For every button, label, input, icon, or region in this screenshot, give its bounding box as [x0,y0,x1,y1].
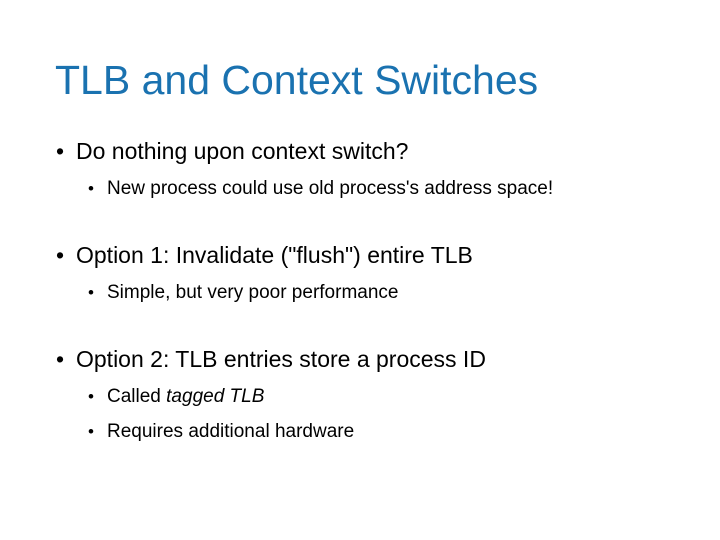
bullet-level1-label: Option 2: TLB entries store a process ID [76,346,486,372]
bullet-level2-label: Called [107,386,167,407]
spacer [50,272,670,280]
bullet-level1: • Option 2: TLB entries store a process … [50,344,670,374]
bullet-dot-icon: • [56,242,65,268]
bullet-dot-icon: • [88,283,94,302]
bullet-level1-label: Do nothing upon context switch? [76,138,409,164]
bullet-group: • Do nothing upon context switch? • New … [50,136,670,202]
bullet-level1-label: Option 1: Invalidate ("flush") entire TL… [76,242,473,268]
bullet-level2: • New process could use old process's ad… [81,176,602,202]
bullet-level1: • Option 1: Invalidate ("flush") entire … [50,240,670,270]
spacer [50,410,670,419]
bullet-level2: • Simple, but very poor performance [81,280,602,306]
spacer [50,376,670,384]
bullet-level2-label: New process could use old process's addr… [107,178,554,199]
bullet-dot-icon: • [88,387,94,406]
bullet-level2-label: Requires additional hardware [107,421,355,442]
page-title: TLB and Context Switches [55,57,539,103]
bullet-dot-icon: • [56,346,65,372]
bullet-level1: • Do nothing upon context switch? [50,136,670,166]
bullet-dot-icon: • [88,179,94,198]
bullet-level2-emphasis: tagged TLB [166,386,265,407]
group-spacer [50,306,670,344]
bullet-group: • Option 1: Invalidate ("flush") entire … [50,240,670,306]
bullet-dot-icon: • [56,138,65,164]
group-spacer [50,202,670,240]
spacer [50,168,670,176]
bullet-level2: • Called tagged TLB [81,384,602,410]
bullet-group: • Option 2: TLB entries store a process … [50,344,670,445]
bullet-level2: • Requires additional hardware [81,419,602,445]
bullet-dot-icon: • [88,422,94,441]
bullet-level2-label: Simple, but very poor performance [107,282,399,303]
slide-body: • Do nothing upon context switch? • New … [50,136,670,445]
